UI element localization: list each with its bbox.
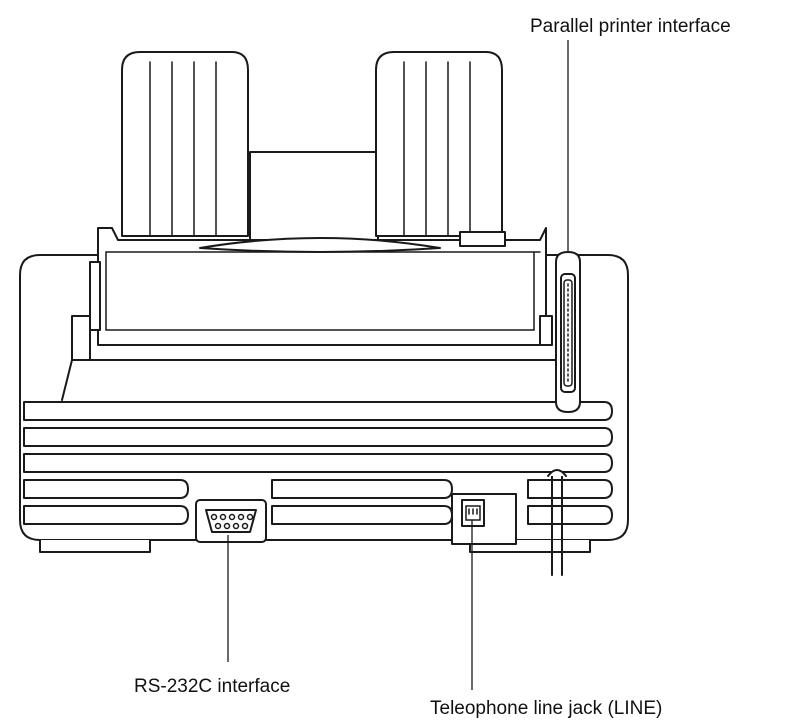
vent-grille xyxy=(23,401,613,525)
power-cord xyxy=(547,469,567,576)
document-feeder xyxy=(71,227,553,361)
paper-support-tray xyxy=(121,51,503,241)
parallel-port-connector xyxy=(555,251,581,413)
rs232c-interface-label: RS-232C interface xyxy=(134,676,290,697)
telephone-jack xyxy=(451,493,517,545)
parallel-printer-interface-label: Parallel printer interface xyxy=(530,16,731,37)
rs232c-connector xyxy=(195,499,267,543)
telephone-line-jack-label: Teleophone line jack (LINE) xyxy=(430,698,662,719)
